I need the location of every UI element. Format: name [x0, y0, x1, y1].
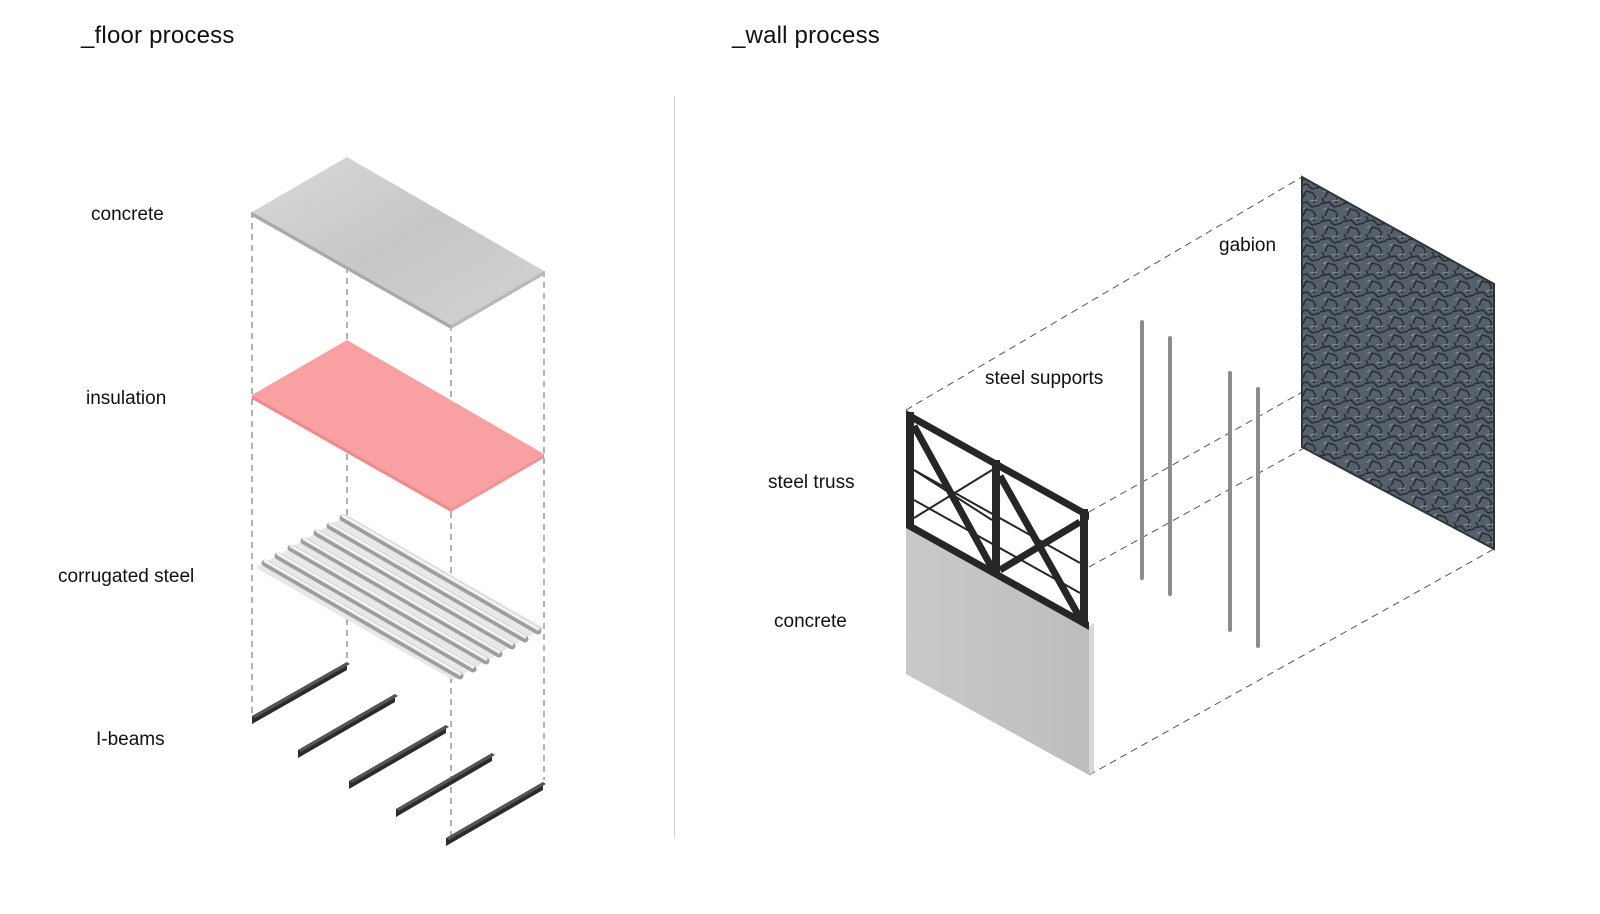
wall-gabion	[1301, 175, 1495, 551]
wall-diagram	[905, 175, 1495, 776]
wall-process-title: _wall process	[732, 22, 880, 49]
wall-steel-truss	[906, 410, 1089, 630]
ibeam-2	[298, 694, 398, 758]
floor-concrete-slab	[252, 157, 544, 329]
wall-steel-supports	[1140, 320, 1260, 648]
section-divider	[674, 96, 675, 838]
ibeam-3	[349, 725, 449, 789]
floor-ibeams-label: I-beams	[96, 729, 165, 750]
wall-steel-truss-label: steel truss	[768, 472, 855, 493]
floor-process-title: _floor process	[81, 22, 235, 49]
wall-concrete-label: concrete	[774, 611, 847, 632]
floor-diagram	[251, 157, 546, 846]
ibeam-4	[396, 753, 495, 817]
ibeam-1	[252, 662, 350, 724]
floor-insulation-label: insulation	[86, 388, 167, 409]
ibeam-5	[446, 782, 546, 846]
floor-corrugated-steel-label: corrugated steel	[58, 566, 195, 587]
wall-steel-supports-label: steel supports	[985, 368, 1104, 389]
wall-concrete-panel	[906, 524, 1094, 775]
floor-insulation-layer	[252, 340, 544, 512]
floor-concrete-label: concrete	[91, 204, 164, 225]
wall-gabion-label: gabion	[1219, 235, 1277, 256]
floor-ibeams	[252, 662, 546, 846]
floor-corrugated-steel	[256, 514, 544, 680]
